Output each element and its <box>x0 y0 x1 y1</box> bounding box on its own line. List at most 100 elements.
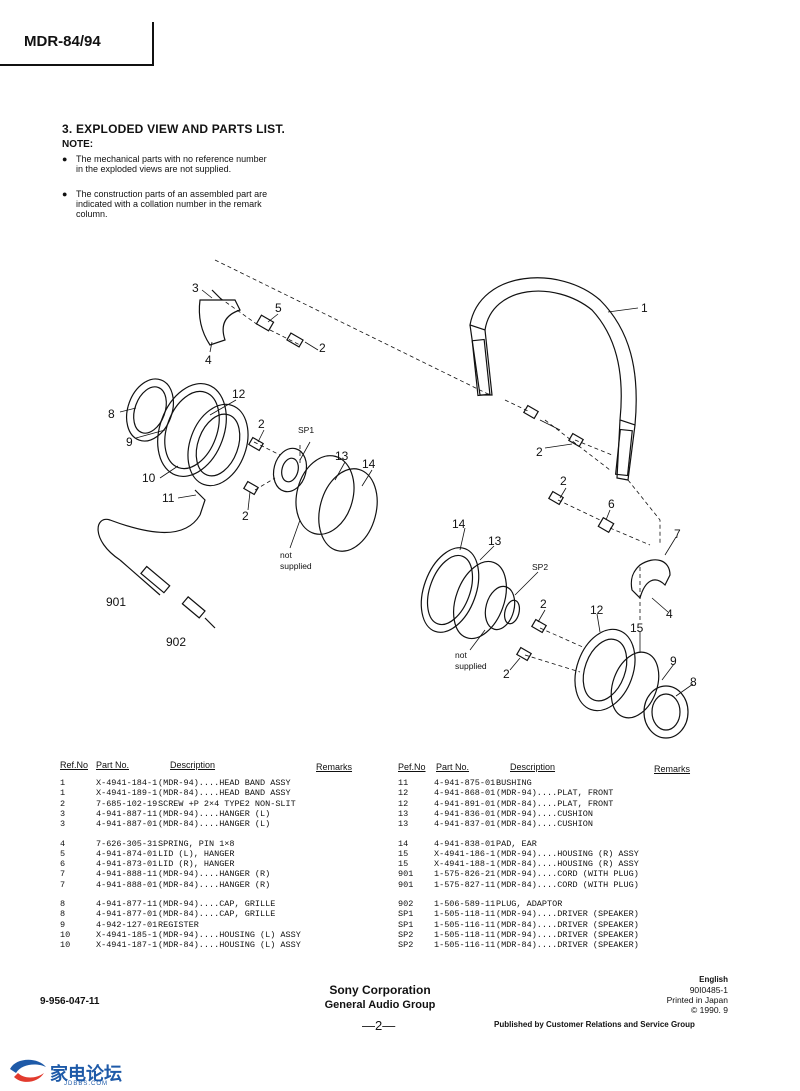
cell-ref: 901 <box>398 879 414 890</box>
language-label: English <box>699 975 728 984</box>
column-header-part: Part No. <box>436 762 470 772</box>
document-number: 9-956-047-11 <box>40 996 100 1007</box>
not-supplied-label: not <box>280 550 292 560</box>
cell-desc: SPRING, PIN 1×8 <box>158 838 235 849</box>
cell-ref: 10 <box>60 929 71 940</box>
callout-9: 9 <box>670 654 677 668</box>
callout-10: 10 <box>142 471 156 485</box>
cell-desc: LID (R), HANGER <box>158 859 235 870</box>
bullet-icon: ● <box>62 154 68 164</box>
note-text: The mechanical parts with no reference n… <box>76 154 267 174</box>
publisher-line: Published by Customer Relations and Serv… <box>494 1020 695 1029</box>
cell-part: 4-941-838-01 <box>434 838 496 849</box>
cell-desc: REGISTER <box>158 919 199 930</box>
not-supplied-label: supplied <box>280 561 312 571</box>
cell-desc: BUSHING <box>496 778 532 788</box>
callout-902: 902 <box>166 635 186 649</box>
cell-desc: SCREW +P 2×4 TYPE2 NON-SLIT <box>158 798 296 809</box>
column-header-remarks: Remarks <box>316 762 353 772</box>
page-number: —2— <box>362 1018 396 1033</box>
cell-ref: 1 <box>60 788 66 799</box>
printed-in: Printed in Japan <box>666 995 728 1005</box>
headband <box>469 277 637 481</box>
callout-9: 9 <box>126 435 133 449</box>
cell-ref: 9 <box>60 919 66 930</box>
model-title: MDR-84/94 <box>24 33 101 50</box>
not-supplied-label: supplied <box>455 661 487 671</box>
cell-part: 4-941-837-01 <box>434 819 496 830</box>
callout-12: 12 <box>232 387 246 401</box>
callout-8: 8 <box>690 675 697 689</box>
exploded-view-diagram: 1 3 5 2 4 8 9 12 2 10 11 2 13 14 2 2 6 7… <box>97 259 697 739</box>
callout-3: 3 <box>192 281 199 295</box>
cell-ref: 6 <box>60 859 66 870</box>
assembly-guides <box>214 259 661 673</box>
cell-part: 7-626-305-31 <box>96 838 158 849</box>
cell-part: X-4941-189-1 <box>96 788 158 799</box>
cell-desc: (MDR-84)....CUSHION <box>496 819 593 830</box>
cell-ref: 10 <box>60 940 71 951</box>
cell-desc: (MDR-84)....HOUSING (L) ASSY <box>158 940 301 951</box>
cell-ref: SP1 <box>398 909 414 920</box>
cell-desc: (MDR-94)....HANGER (R) <box>158 869 271 880</box>
cell-ref: 2 <box>60 798 66 809</box>
not-supplied-label: not <box>455 650 467 660</box>
callout-2: 2 <box>536 445 543 459</box>
cell-ref: 12 <box>398 798 409 809</box>
cell-desc: (MDR-94)....DRIVER (SPEAKER) <box>496 929 639 940</box>
cell-ref: 12 <box>398 788 409 799</box>
callout-6: 6 <box>608 497 615 511</box>
callout-11: 11 <box>162 491 175 505</box>
cell-ref: 3 <box>60 808 66 819</box>
cord-and-plug <box>97 489 216 629</box>
note-text: The construction parts of an assembled p… <box>76 189 268 219</box>
cell-ref: 7 <box>60 869 66 880</box>
callout-2: 2 <box>560 474 567 488</box>
company-name: Sony Corporation <box>329 983 431 997</box>
cell-part: 4-941-875-01 <box>434 778 496 788</box>
callout-7: 7 <box>674 527 681 541</box>
cell-ref: 8 <box>60 909 66 920</box>
hanger-left <box>198 289 241 346</box>
cell-desc: (MDR-94)....DRIVER (SPEAKER) <box>496 909 639 920</box>
note-item: ● The mechanical parts with no reference… <box>62 154 272 186</box>
cell-part: 1-505-116-11 <box>434 919 496 930</box>
cell-part: 4-941-887-11 <box>96 808 158 819</box>
cell-desc: (MDR-84)....PLAT, FRONT <box>496 798 614 809</box>
cell-desc: (MDR-84)....CORD (WITH PLUG) <box>496 879 639 890</box>
print-date: © 1990. 9 <box>691 1005 728 1015</box>
cell-ref: 4 <box>60 838 66 849</box>
callout-13: 13 <box>335 449 349 463</box>
column-header-part: Part No. <box>96 760 130 770</box>
cell-ref: 15 <box>398 848 409 859</box>
cell-desc: (MDR-84)....DRIVER (SPEAKER) <box>496 919 639 930</box>
cell-part: X-4941-188-1 <box>434 859 496 870</box>
callout-sp1: SP1 <box>298 425 314 435</box>
cell-ref: 15 <box>398 859 409 870</box>
column-header-ref: Ref.No <box>60 760 89 770</box>
callout-1: 1 <box>641 301 648 315</box>
callout-4: 4 <box>205 353 212 367</box>
cell-desc: (MDR-84)....DRIVER (SPEAKER) <box>496 940 639 951</box>
cell-ref: 13 <box>398 808 409 819</box>
cell-part: X-4941-187-1 <box>96 940 158 951</box>
callout-5: 5 <box>275 301 282 315</box>
column-header-ref: Pef.No <box>398 762 426 772</box>
cell-desc: (MDR-94)....PLAT, FRONT <box>496 788 614 799</box>
column-header-desc: Description <box>510 762 556 772</box>
cell-desc: (MDR-84)....CAP, GRILLE <box>158 909 276 920</box>
cell-ref: 13 <box>398 819 409 830</box>
cell-part: 4-941-887-01 <box>96 819 158 830</box>
cell-ref: 1 <box>60 778 66 788</box>
cell-ref: 901 <box>398 869 414 880</box>
cell-ref: 5 <box>60 848 66 859</box>
cell-ref: 11 <box>398 778 409 788</box>
leader-lines <box>119 289 694 697</box>
header-frame <box>0 22 154 66</box>
cell-part: 4-941-877-11 <box>96 899 158 909</box>
print-code: 90I0485-1 <box>689 985 728 995</box>
callout-14: 14 <box>362 457 376 471</box>
forum-logo-icon <box>10 1059 46 1082</box>
